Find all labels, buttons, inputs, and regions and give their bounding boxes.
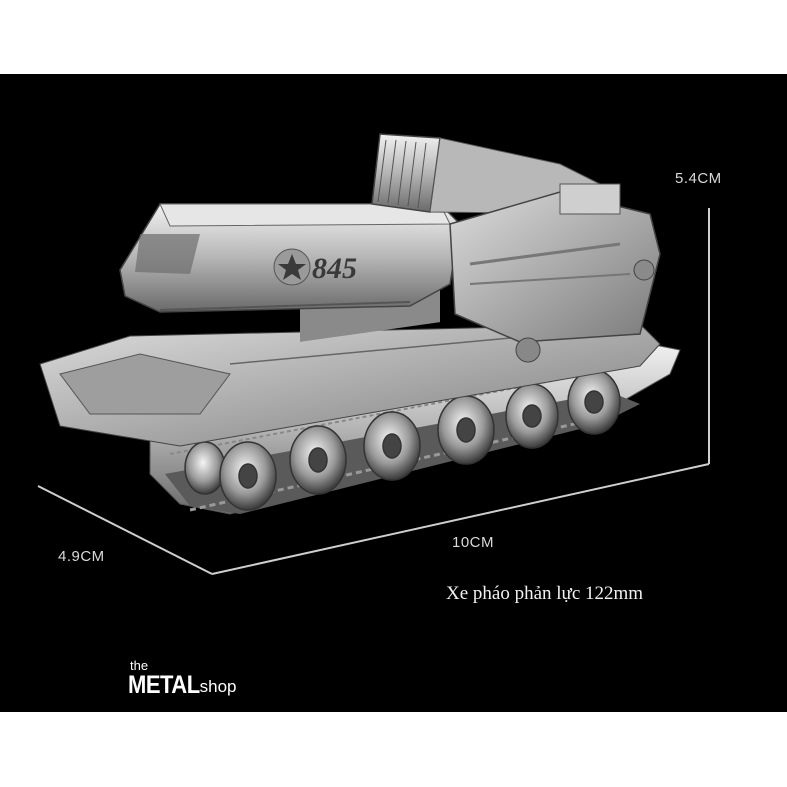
dimension-lines	[37, 208, 710, 575]
model-marking-text: 845	[312, 252, 357, 285]
length-dimension-line	[211, 463, 710, 575]
length-dimension-label: 10CM	[452, 534, 495, 551]
product-caption: Xe pháo phản lực 122mm	[446, 583, 644, 604]
tank-hull	[39, 282, 661, 447]
launcher-mount	[449, 183, 661, 363]
brand-suffix: shop	[199, 677, 237, 696]
width-dimension-label: 4.9CM	[58, 548, 105, 565]
product-photo-frame: 845 5.4CM 10CM 4.9CM Xe pháo	[0, 74, 787, 712]
launcher-cab: 845	[119, 203, 461, 313]
road-wheels	[184, 369, 621, 511]
height-dimension-label: 5.4CM	[675, 170, 722, 187]
brand-name: METAL	[128, 670, 200, 699]
rocket-launcher-model-illustration: 845	[37, 133, 710, 575]
width-dimension-line	[37, 485, 213, 575]
brand-prefix: the	[130, 658, 149, 673]
brand-logo: the METALshop	[128, 658, 237, 699]
